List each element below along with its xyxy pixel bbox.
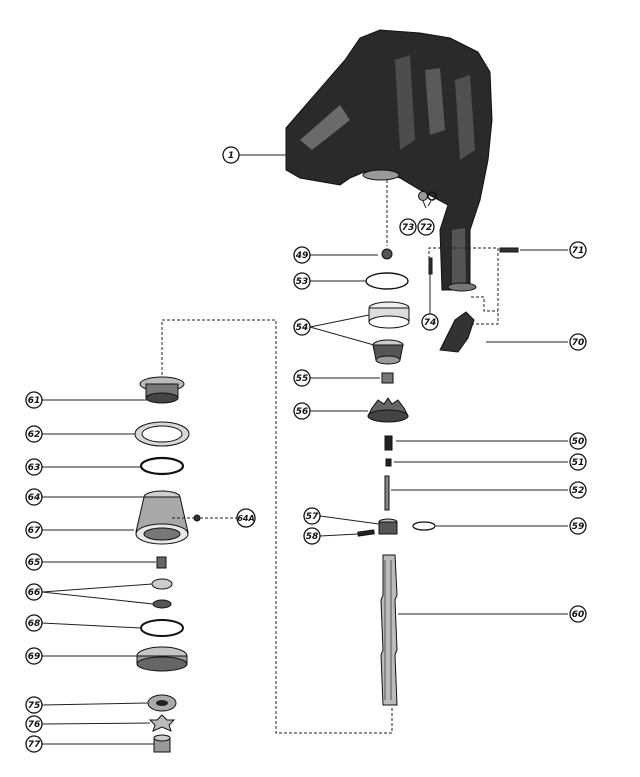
svg-text:67: 67 [28,526,41,536]
callout-68: 68 [25,614,43,632]
right-side-parts [418,191,519,353]
callout-62: 62 [25,425,43,443]
callout-53: 53 [293,272,311,290]
callout-76: 76 [25,715,43,733]
callout-75: 75 [25,696,43,714]
callout-50: 50 [569,432,587,450]
callout-60: 60 [569,605,587,623]
callout-67: 67 [25,521,43,539]
callout-59: 59 [569,517,587,535]
callout-58: 58 [303,527,321,545]
svg-text:53: 53 [296,277,309,287]
callout-57: 57 [303,507,321,525]
callout-70: 70 [569,333,587,351]
svg-text:49: 49 [295,251,309,261]
callout-77: 77 [25,735,43,753]
svg-text:72: 72 [420,223,433,233]
svg-text:64: 64 [28,493,41,503]
svg-text:66: 66 [28,588,41,598]
callout-1: 1 [222,146,240,164]
svg-text:76: 76 [28,720,41,730]
svg-text:64A: 64A [237,514,254,523]
callout-56: 56 [293,402,311,420]
callout-72: 72 [417,218,435,236]
svg-text:50: 50 [572,437,585,447]
svg-text:57: 57 [306,512,319,522]
svg-text:65: 65 [28,558,41,568]
svg-text:74: 74 [424,318,437,328]
callout-52: 52 [569,481,587,499]
svg-text:60: 60 [572,610,585,620]
svg-text:1: 1 [228,151,234,161]
svg-text:62: 62 [28,430,41,440]
callout-54: 54 [293,318,311,336]
callout-49: 49 [293,246,311,264]
callout-55: 55 [293,369,311,387]
water-pump-stack [134,376,201,753]
svg-text:61: 61 [28,396,41,406]
svg-text:75: 75 [28,701,41,711]
assembly-dashed-lines [161,180,499,734]
callout-61: 61 [25,391,43,409]
leader-lines [41,154,568,745]
svg-text:63: 63 [28,463,41,473]
svg-text:56: 56 [296,407,309,417]
svg-text:52: 52 [572,486,585,496]
svg-text:73: 73 [402,223,415,233]
callout-73: 73 [399,218,417,236]
svg-text:69: 69 [28,652,41,662]
callout-66: 66 [25,583,43,601]
svg-text:71: 71 [572,246,585,256]
callout-74: 74 [421,313,439,331]
callout-51: 51 [569,453,587,471]
svg-text:51: 51 [572,458,585,468]
svg-text:68: 68 [28,619,41,629]
driveshaft-stack [357,248,436,706]
gear-housing [285,29,493,292]
callout-65: 65 [25,553,43,571]
svg-text:70: 70 [572,338,585,348]
callout-64A: 64A [236,508,256,528]
svg-text:55: 55 [296,374,309,384]
svg-text:59: 59 [572,522,585,532]
callout-64: 64 [25,488,43,506]
part-number-callouts: 1 49 50 51 52 53 54 55 56 57 58 59 60 61… [25,146,587,753]
callout-63: 63 [25,458,43,476]
svg-text:58: 58 [306,532,319,542]
callout-71: 71 [569,241,587,259]
svg-text:77: 77 [28,740,41,750]
callout-69: 69 [25,647,43,665]
svg-text:54: 54 [296,323,309,333]
